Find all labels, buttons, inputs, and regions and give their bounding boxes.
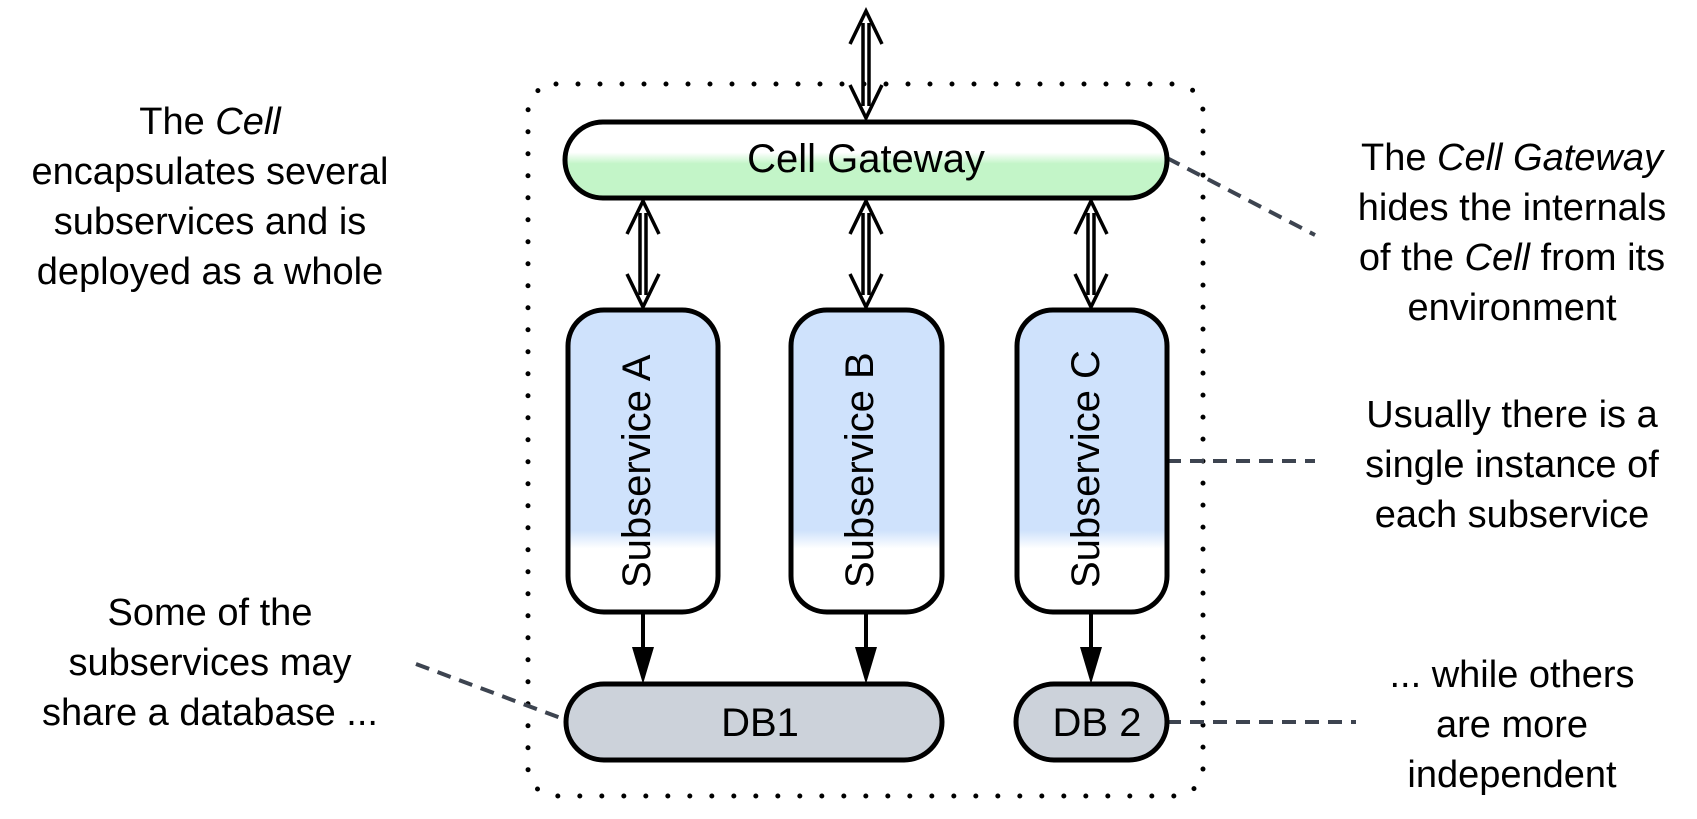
annotation-text: are more [1435, 704, 1589, 746]
arrow-gateway-subservice-a [625, 196, 661, 312]
annotation-text: The [139, 101, 216, 143]
annotation-text: The [1360, 137, 1438, 179]
annotation-text: encapsulates several [31, 151, 389, 193]
annotation-line: deployed as a whole [0, 247, 420, 297]
annotation-emphasis: Cell Gateway [1437, 137, 1664, 179]
cell-gateway-node[interactable]: Cell Gateway [562, 119, 1170, 201]
annotation-text: of the [1358, 237, 1465, 279]
annotation-text: single instance of [1365, 444, 1659, 486]
annotation-line: single instance of [1322, 440, 1697, 490]
arrow-c-to-db2 [1080, 612, 1102, 684]
subservice-c-label: Subservice C [1064, 350, 1108, 588]
annotation-line: subservices may [0, 638, 420, 688]
annotation-emphasis: Cell [215, 101, 281, 143]
annotation-line: hides the internals [1322, 183, 1697, 233]
annotation-line: subservices and is [0, 197, 420, 247]
annotation-line: Usually there is a [1322, 390, 1697, 440]
annotation-text: independent [1407, 754, 1617, 796]
annotation-line: share a database ... [0, 688, 420, 738]
annotation-line: independent [1322, 750, 1697, 800]
annotation-text: each subservice [1374, 494, 1650, 536]
cell-gateway-label: Cell Gateway [747, 137, 985, 181]
subservice-a-label: Subservice A [615, 354, 659, 588]
annotation-text: subservices may [68, 642, 352, 684]
db2-label: DB 2 [1053, 701, 1142, 745]
annotation-line: encapsulates several [0, 147, 420, 197]
annotation-line: The Cell Gateway [1322, 133, 1697, 183]
arrow-b-to-db1 [855, 612, 877, 684]
annotation-line: each subservice [1322, 490, 1697, 540]
independent-db-annotation: ... while others are more independent [1322, 650, 1697, 800]
annotation-text: share a database ... [42, 692, 378, 734]
annotation-text: environment [1407, 287, 1617, 329]
annotation-text: Usually there is a [1366, 394, 1658, 436]
annotation-text: hides the internals [1357, 187, 1667, 229]
cell-boundary [525, 81, 1206, 799]
annotation-text: Some of the [107, 592, 313, 634]
arrow-gateway-subservice-b [848, 196, 884, 312]
gateway-annotation-connector [1166, 156, 1316, 237]
shared-db-annotation: Some of the subservices may share a databa… [0, 588, 420, 738]
arrow-a-to-db1 [632, 612, 654, 684]
annotation-text: deployed as a whole [36, 251, 384, 293]
db1-node[interactable]: DB1 [563, 681, 945, 763]
subservice-b-node[interactable]: Subservice B [788, 307, 945, 615]
annotation-text: ... while others [1389, 654, 1635, 696]
single-instance-annotation: Usually there is a single instance of each… [1322, 390, 1697, 540]
annotation-line: ... while others [1322, 650, 1697, 700]
subservice-c-node[interactable]: Subservice C [1014, 307, 1170, 615]
subservice-a-node[interactable]: Subservice A [565, 307, 721, 615]
annotation-text: from its [1529, 237, 1666, 279]
subservice-b-label: Subservice B [838, 352, 882, 588]
annotation-line: Some of the [0, 588, 420, 638]
annotation-line: The Cell [0, 97, 420, 147]
arrow-environment-gateway [848, 6, 884, 123]
annotation-line: environment [1322, 283, 1697, 333]
annotation-line: of the Cell from its [1322, 233, 1697, 283]
db2-node[interactable]: DB 2 [1013, 681, 1170, 763]
annotation-line: are more [1322, 700, 1697, 750]
arrow-gateway-subservice-c [1073, 196, 1109, 312]
shared-db-annotation-connector [415, 662, 567, 722]
annotation-emphasis: Cell [1464, 237, 1530, 279]
db1-label: DB1 [721, 701, 799, 745]
annotation-text: subservices and is [53, 201, 367, 243]
